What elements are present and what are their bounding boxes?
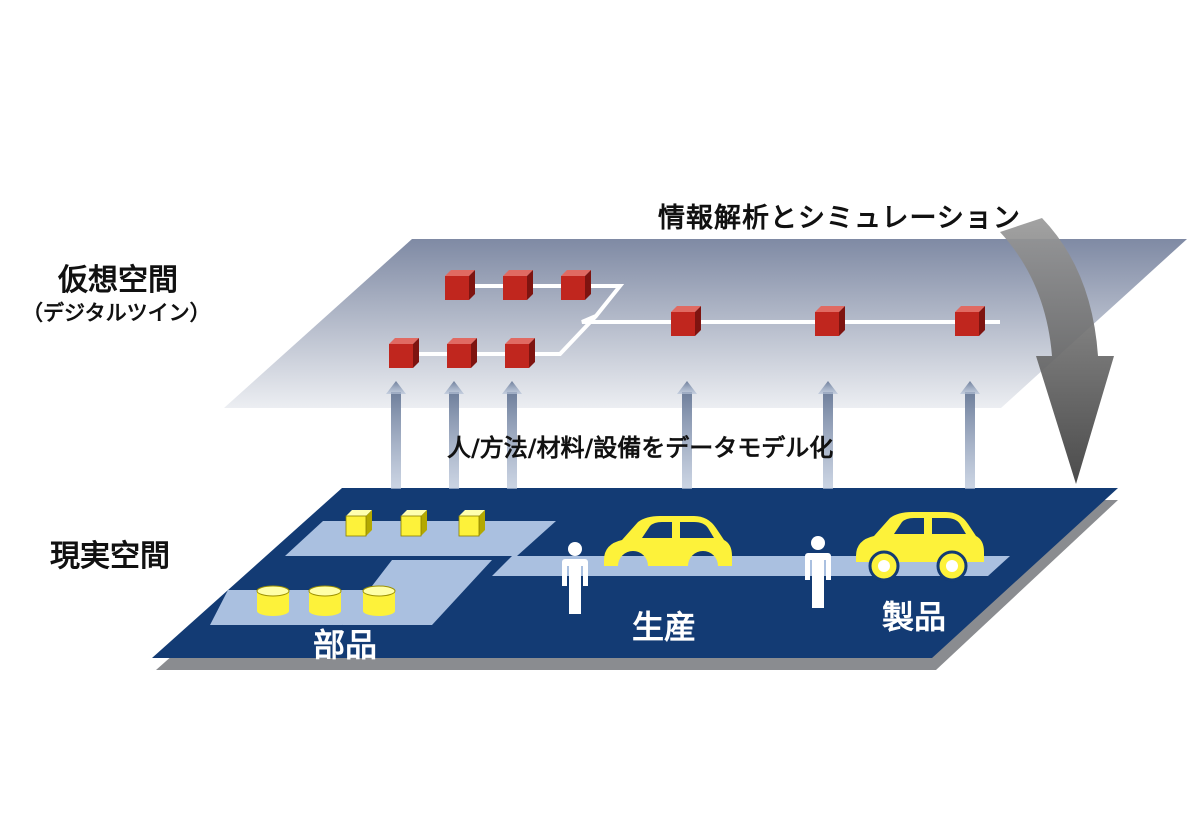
up-arrow	[386, 381, 406, 489]
virtual-node	[561, 270, 591, 300]
part-box	[400, 509, 428, 537]
real-space-title: 現実空間	[50, 539, 170, 574]
data-modeling-label: 人/方法/材料/設備をデータモデル化	[447, 434, 834, 462]
car-product-icon	[856, 512, 984, 582]
car-body-icon	[604, 516, 732, 566]
part-can	[256, 585, 290, 617]
part-box	[458, 509, 486, 537]
virtual-node	[955, 306, 985, 336]
virtual-node	[445, 270, 475, 300]
virtual-space-title: 仮想空間	[58, 263, 178, 298]
virtual-node	[447, 338, 477, 368]
up-arrow	[444, 381, 464, 489]
digital-twin-subtitle: （デジタルツイン）	[22, 301, 211, 325]
parts-label: 部品	[313, 626, 378, 664]
virtual-node	[503, 270, 533, 300]
production-label: 生産	[632, 608, 697, 646]
analysis-simulation-label: 情報解析とシミュレーション	[658, 203, 1021, 234]
parts-boxes	[345, 509, 486, 537]
virtual-node	[505, 338, 535, 368]
part-box	[345, 509, 373, 537]
part-can	[308, 585, 342, 617]
upward-arrows	[386, 381, 980, 489]
parts-cans	[256, 585, 396, 617]
up-arrow	[818, 381, 838, 489]
up-arrow	[960, 381, 980, 489]
feedback-curved-arrow	[1000, 218, 1114, 484]
up-arrow	[677, 381, 697, 489]
virtual-node	[389, 338, 419, 368]
product-label: 製品	[882, 598, 947, 636]
part-can	[362, 585, 396, 617]
virtual-node	[815, 306, 845, 336]
virtual-node	[671, 306, 701, 336]
up-arrow	[502, 381, 522, 489]
